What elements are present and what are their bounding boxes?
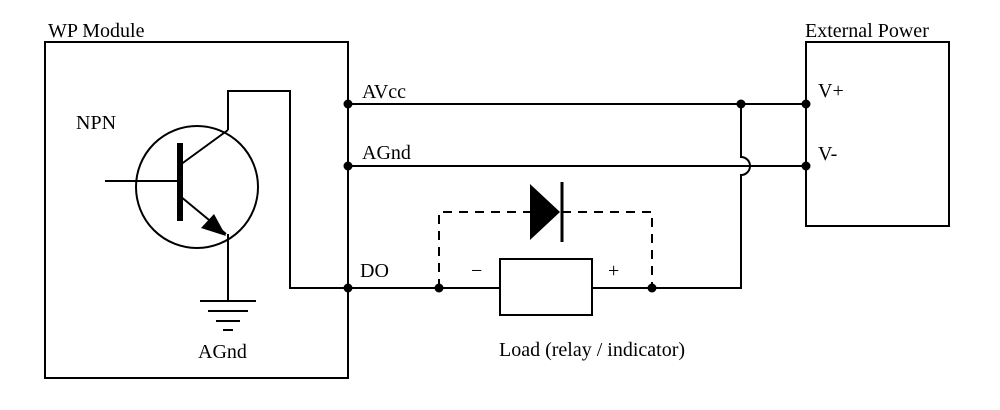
load-plus-label: + xyxy=(608,260,619,282)
load-minus-label: − xyxy=(471,260,482,282)
wp-module-box xyxy=(44,41,349,379)
load-label: Load (relay / indicator) xyxy=(499,339,685,361)
ground-label: AGnd xyxy=(198,341,247,363)
resistor-load-icon xyxy=(499,258,593,316)
external-power-title: External Power xyxy=(805,20,929,42)
load-supply-wire xyxy=(652,104,751,289)
npn-label: NPN xyxy=(76,112,116,134)
do-terminal-dot xyxy=(343,283,353,293)
diode-icon xyxy=(530,182,564,242)
vminus-label: V- xyxy=(818,143,837,165)
collector-wire xyxy=(227,90,348,289)
external-power-box xyxy=(805,41,950,227)
avcc-terminal-dot xyxy=(343,99,353,109)
agnd-terminal-dot xyxy=(343,161,353,171)
ground-icon xyxy=(200,300,256,331)
vplus-label: V+ xyxy=(818,80,844,102)
terminal-agnd-label: AGnd xyxy=(362,142,411,164)
wp-module-title: WP Module xyxy=(48,20,145,42)
terminal-do-label: DO xyxy=(360,260,389,282)
diode-dashed-wire xyxy=(438,211,530,288)
npn-transistor-icon xyxy=(105,125,259,249)
diode-dashed-wire-right xyxy=(562,211,653,288)
terminal-avcc-label: AVcc xyxy=(362,81,406,103)
